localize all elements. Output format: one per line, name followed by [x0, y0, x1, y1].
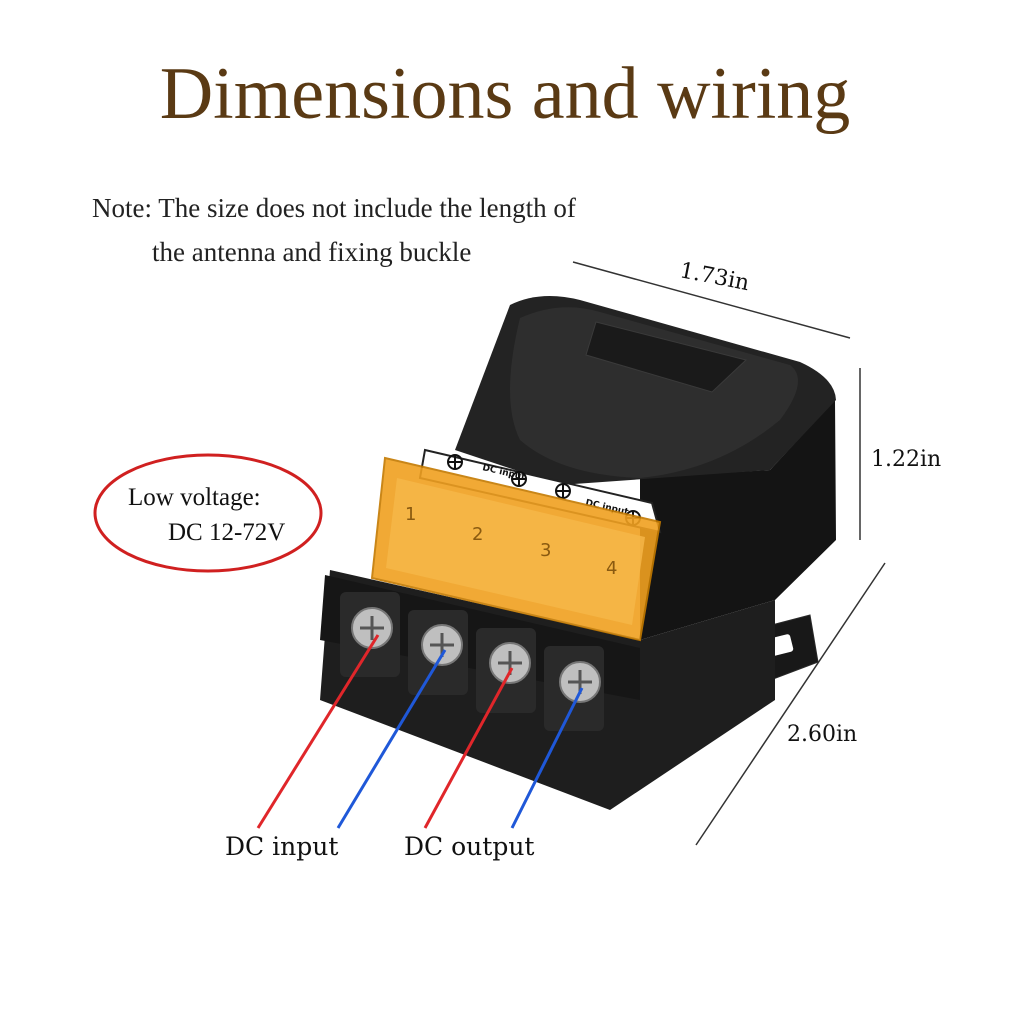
dc-output-label: DC output — [404, 832, 535, 861]
svg-text:1: 1 — [405, 504, 416, 525]
wire-red-input — [256, 634, 380, 829]
dc-input-label: DC input — [225, 832, 339, 861]
width-dimension-line — [572, 261, 851, 339]
note-line-2: the antenna and fixing buckle — [152, 237, 472, 267]
voltage-callout-line-1: Low voltage: — [128, 484, 261, 511]
case-right-side — [640, 400, 836, 640]
voltage-callout-oval — [93, 453, 323, 573]
wire-red-output — [423, 667, 514, 829]
note-line-1: Note: The size does not include the leng… — [92, 193, 576, 223]
depth-label: 2.60in — [787, 722, 858, 747]
terminal-screws — [340, 592, 604, 731]
terminal-cover-inner — [386, 478, 645, 625]
depth-dimension-line — [695, 562, 886, 846]
page-title: Dimensions and wiring — [159, 53, 851, 135]
wire-blue-output — [510, 687, 584, 829]
height-label: 1.22in — [871, 447, 942, 472]
svg-text:4: 4 — [606, 558, 617, 579]
wire-blue-input — [336, 649, 447, 829]
svg-text:3: 3 — [540, 540, 551, 561]
cover-numbers: 1 2 3 4 — [405, 504, 617, 579]
voltage-callout-line-2: DC 12-72V — [168, 519, 286, 546]
indicator-window — [585, 321, 748, 393]
svg-text:2: 2 — [472, 524, 483, 545]
case-dome — [510, 307, 798, 478]
